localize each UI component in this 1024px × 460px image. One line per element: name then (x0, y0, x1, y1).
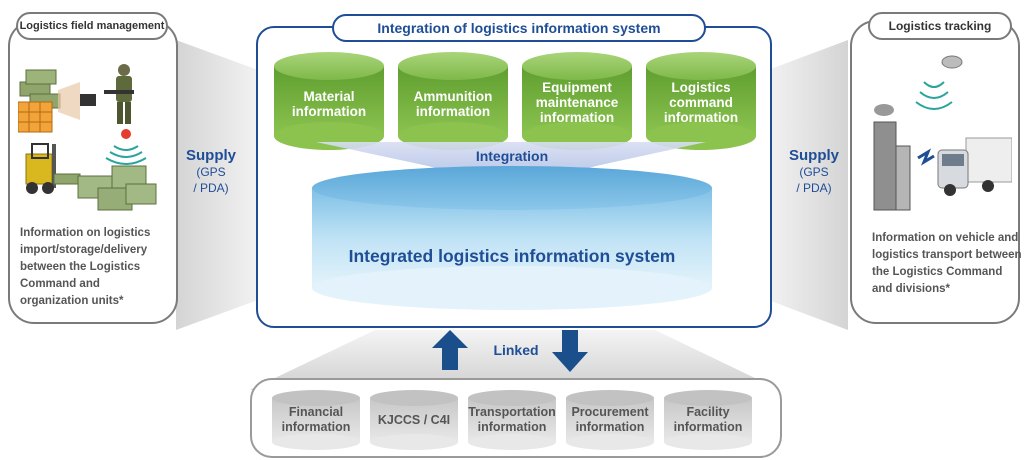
linked-systems-cylinders (272, 390, 752, 450)
left-panel-description: Information on logistics import/storage/… (20, 227, 151, 307)
forklift-icon (25, 143, 81, 194)
wireless-link-icon (917, 148, 935, 166)
supply-right: Supply (GPS / PDA) (781, 148, 847, 196)
left-panel-title: Logistics field management (16, 12, 168, 40)
supply-left: Supply (GPS / PDA) (178, 148, 244, 196)
soldier-icon (104, 64, 134, 124)
core-cylinder (312, 166, 712, 310)
rfid-signal-icon (105, 129, 147, 165)
supply-left-sub1: (GPS (196, 165, 226, 179)
supply-right-sub1: (GPS (799, 165, 829, 179)
right-panel-description: Information on vehicle and logistics tra… (872, 232, 1022, 295)
right-panel-title: Logistics tracking (868, 12, 1012, 40)
cylinder-transportation (468, 390, 556, 450)
cylinder-facility (664, 390, 752, 450)
source-label-ammunition: Ammunition information (413, 89, 493, 119)
central-diagram (274, 52, 756, 310)
linked-label-kjccs: KJCCS / C4I (377, 412, 451, 427)
source-label-material: Material information (291, 89, 367, 119)
linked-label-procurement: Procurement information (571, 405, 649, 434)
source-label-command: Logistics command information (663, 79, 739, 125)
linked-arrows (432, 330, 588, 372)
scanner-icon (80, 94, 96, 106)
cylinder-kjccs (370, 390, 458, 450)
integration-label: Integration (475, 148, 549, 164)
supply-right-title: Supply (788, 147, 839, 164)
satellite-icon (915, 55, 963, 110)
central-panel-title: Integration of logistics information sys… (332, 14, 706, 42)
truck-icon (937, 137, 1012, 196)
cylinder-financial (272, 390, 360, 450)
linked-label-financial: Financial information (281, 405, 351, 434)
pallet-grid-icon (18, 101, 53, 133)
logistics-tracking-illustration (873, 55, 1012, 211)
cylinder-command (646, 52, 756, 150)
cylinder-ammunition (398, 52, 508, 150)
command-tower-icon (873, 104, 911, 211)
linked-label-facility: Facility information (673, 405, 743, 434)
arrow-up-icon (432, 330, 468, 370)
linked-label: Linked (493, 342, 539, 358)
supply-left-title: Supply (185, 147, 236, 164)
source-label-equipment: Equipment maintenance information (535, 79, 619, 125)
integration-arrow (316, 142, 706, 190)
supply-right-sub2: / PDA) (796, 181, 832, 195)
linked-label-transportation: Transportation information (468, 405, 556, 434)
scan-beam-icon (58, 82, 80, 120)
cylinder-procurement (566, 390, 654, 450)
logistics-field-illustration (18, 64, 157, 211)
box-stack-icon (77, 165, 157, 211)
core-label: Integrated logistics information system (348, 246, 676, 266)
supply-left-sub2: / PDA) (193, 181, 229, 195)
arrow-down-icon (552, 330, 588, 372)
